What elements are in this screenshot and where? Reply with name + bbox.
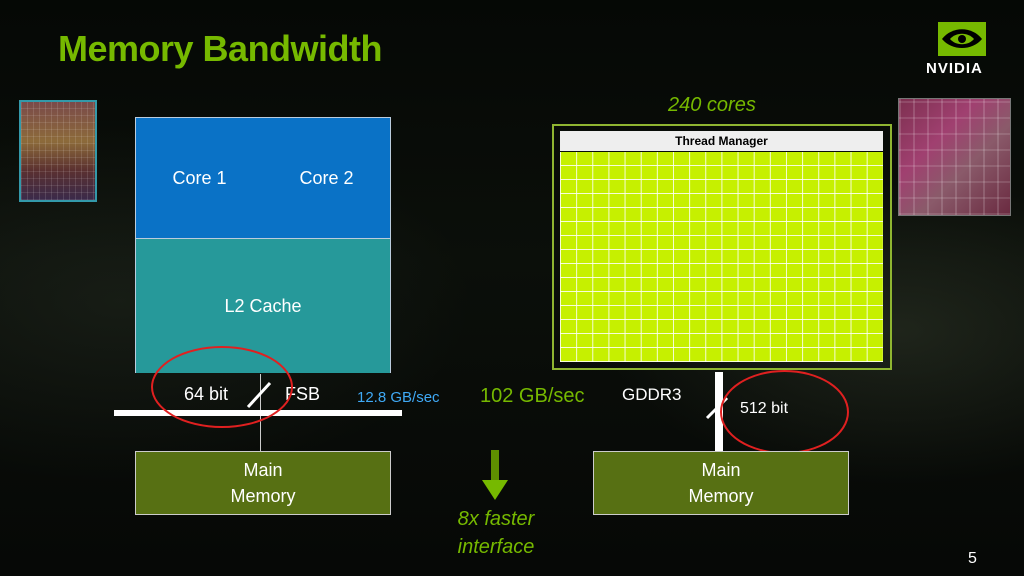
- gpu-core-grid: [560, 152, 883, 362]
- logo-wordmark: NVIDIA: [926, 60, 983, 77]
- gpu-cores-label: 240 cores: [668, 94, 756, 116]
- gpu-bus-highlight-circle: [720, 370, 849, 454]
- gpu-bandwidth: 102 GB/sec: [480, 385, 585, 407]
- cpu-core-2: Core 2: [263, 118, 390, 238]
- cpu-memory-line2: Memory: [230, 486, 296, 506]
- gpu-memory-line1: Main: [701, 460, 741, 480]
- l2-cache: L2 Cache: [136, 238, 390, 373]
- speedup-line2: interface: [457, 536, 535, 558]
- slide-title: Memory Bandwidth: [58, 28, 383, 69]
- cpu-block: Core 1 Core 2 L2 Cache: [135, 117, 391, 373]
- speedup-note: 8x faster interface: [446, 505, 546, 561]
- cpu-core-2-label: Core 2: [299, 167, 354, 188]
- page-number: 5: [968, 550, 977, 567]
- thread-manager: Thread Manager: [560, 131, 883, 151]
- speedup-line1: 8x faster: [457, 508, 535, 530]
- l2-cache-label: L2 Cache: [224, 295, 302, 316]
- cpu-bus-highlight-circle: [151, 346, 293, 428]
- cpu-main-memory: Main Memory: [135, 451, 391, 515]
- gpu-die-photo: [898, 98, 1011, 216]
- gpu-main-memory: Main Memory: [593, 451, 849, 515]
- gpu-block: [552, 124, 892, 370]
- gddr3-label: GDDR3: [622, 385, 682, 404]
- cpu-die-photo: [19, 100, 97, 202]
- cpu-memory-line1: Main: [243, 460, 283, 480]
- gpu-memory-line2: Memory: [688, 486, 754, 506]
- cpu-core-1: Core 1: [136, 118, 264, 238]
- nvidia-logo-icon: [938, 22, 986, 56]
- down-arrow-icon: [482, 450, 508, 500]
- gpu-memory-link: [715, 372, 723, 452]
- cpu-bandwidth: 12.8 GB/sec: [357, 389, 440, 406]
- fsb-label: FSB: [285, 384, 321, 404]
- cpu-core-1-label: Core 1: [172, 167, 227, 188]
